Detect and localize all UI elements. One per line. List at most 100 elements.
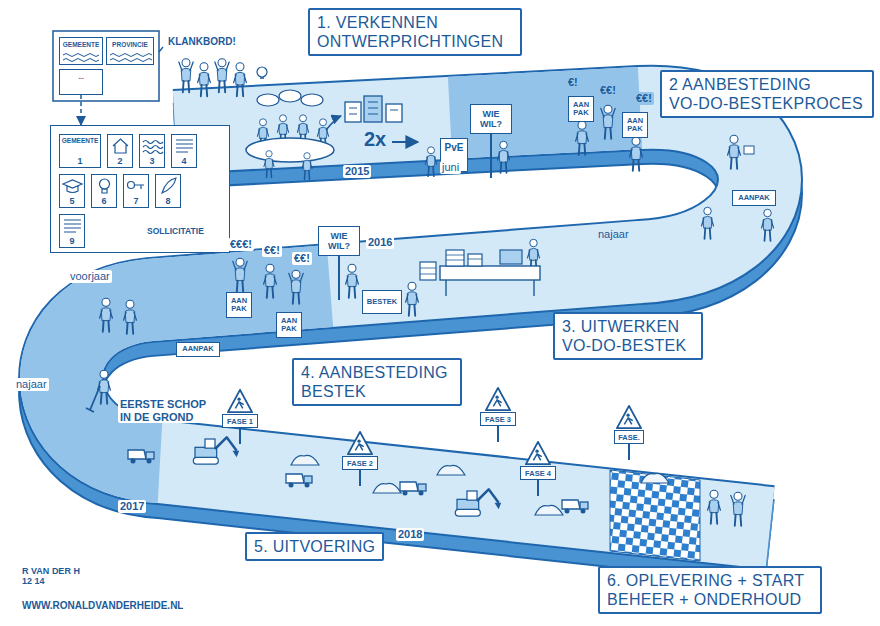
url: WWW.RONALDVANDERHEIDE.NL — [20, 600, 185, 612]
org-box: PROVINCIE — [106, 37, 154, 65]
construction-scene — [708, 490, 721, 524]
year-label: 2016 — [366, 236, 394, 249]
word: H — [73, 566, 80, 576]
word: FASE — [525, 469, 545, 478]
construction-scene — [286, 474, 312, 488]
word: PROVINCIE — [112, 41, 148, 48]
word: voorjaar — [70, 270, 110, 282]
node-text: AAN PAK — [624, 117, 646, 134]
word: 9 — [69, 236, 74, 246]
exploration-scene — [490, 134, 492, 178]
node-text: AANPAK — [738, 194, 770, 203]
construction-scene — [128, 450, 154, 464]
word: ONTWERPRICHTINGEN — [317, 33, 503, 50]
construction-scene — [437, 465, 465, 475]
design-scene — [500, 250, 522, 264]
node-text: 6 — [101, 196, 106, 206]
year-label: 2017 — [118, 500, 146, 513]
word: WIE — [483, 109, 500, 119]
bid-sign: AAN PAK — [568, 96, 594, 122]
tile-icons — [143, 141, 163, 154]
node-text: AANPAK — [182, 345, 214, 354]
node-text: GEMEENTE — [61, 40, 101, 49]
word: BESTEK — [367, 297, 397, 306]
word: VO-DO-BESTEKPROCES — [669, 95, 863, 112]
exploration-scene — [246, 138, 334, 162]
node-text: 5 — [69, 196, 74, 206]
exploration-scene — [498, 141, 510, 173]
node-text: BESTEK — [367, 298, 397, 307]
node-text: FASE 1 — [227, 416, 253, 427]
word: AAN — [627, 116, 643, 125]
word: GEMEENTE — [62, 137, 98, 144]
word: 2016 — [368, 236, 392, 248]
signature: R VAN DER H 12 14 — [20, 566, 84, 587]
word: AAN — [573, 100, 589, 109]
tile-icons — [162, 178, 176, 193]
shout: €€€! — [228, 238, 254, 251]
word: FASE — [347, 459, 367, 468]
exploration-scene — [392, 141, 418, 143]
bid-sign: AANPAK — [732, 190, 776, 206]
season-label: juni — [440, 161, 461, 174]
word: €€! — [264, 244, 280, 256]
construction-scene — [641, 473, 669, 483]
word: 6 — [101, 196, 106, 206]
criterion-tile: 9 — [59, 214, 85, 248]
node-text: ... — [61, 72, 101, 81]
word: 2 — [369, 459, 373, 468]
design-scene — [346, 264, 359, 298]
node-text: 9 — [69, 236, 74, 246]
word: 3. — [562, 318, 576, 335]
year-label: 2018 — [396, 528, 424, 541]
phase-plate: FASE. — [614, 430, 644, 444]
phase-box: 4. AANBESTEDING BESTEK — [292, 358, 462, 406]
criteria-panel: SOLLICITATIEGEMEENTE123456789 — [50, 125, 230, 253]
construction-scene — [400, 482, 426, 496]
shout: €€! — [292, 252, 312, 265]
word: 5 — [69, 196, 74, 206]
construction-scene — [526, 442, 550, 464]
node-text: PROVINCIE — [108, 40, 152, 49]
tender-scene — [576, 121, 589, 155]
criterion-tile: 6 — [91, 174, 117, 208]
design-scene — [264, 264, 277, 298]
word: AANPAK — [182, 344, 214, 353]
callout: KLANKBORD! — [166, 36, 238, 48]
node-text: 4 — [181, 156, 186, 166]
node-text: FASE 3 — [485, 414, 511, 425]
criterion-tile: 5 — [59, 174, 85, 208]
word: VAN — [31, 566, 49, 576]
word: 5. — [254, 538, 268, 555]
word: BEHEER — [607, 591, 675, 608]
exploration-scene — [345, 102, 361, 122]
word: 4 — [547, 469, 551, 478]
word: WIL? — [480, 119, 502, 129]
exploration-scene — [326, 116, 341, 130]
panels — [63, 54, 99, 62]
word: 2015 — [345, 165, 369, 177]
exploration-scene — [198, 63, 211, 96]
node-text: AAN PAK — [570, 101, 592, 118]
panels — [53, 31, 159, 101]
tile-icons — [63, 180, 82, 193]
shout: €€! — [598, 84, 618, 97]
road — [61, 286, 330, 462]
node-text: 6. OPLEVERING + START BEHEER + ONDERHOUD — [607, 571, 813, 609]
season-label: voorjaar — [68, 270, 112, 283]
shout: €! — [566, 76, 580, 89]
tender-scene — [702, 207, 714, 239]
bid-sign: AANPAK — [176, 342, 220, 357]
node-text: 3. UITWERKEN VO-DO-BESTEK — [562, 317, 694, 355]
node-text: 5. UITVOERING — [254, 537, 375, 556]
word: €€! — [600, 84, 616, 96]
tile-icons — [128, 182, 135, 189]
phase-plate: FASE 2 — [342, 456, 378, 470]
word: 2018 — [398, 528, 422, 540]
tile-icons — [64, 220, 81, 232]
word: + — [737, 572, 747, 589]
design-scene — [233, 258, 247, 292]
phase-plate: FASE 4 — [520, 466, 556, 480]
node-text: 2 AANBESTEDING VO-DO-BESTEKPROCES — [669, 75, 865, 113]
word: 14 — [35, 576, 45, 586]
